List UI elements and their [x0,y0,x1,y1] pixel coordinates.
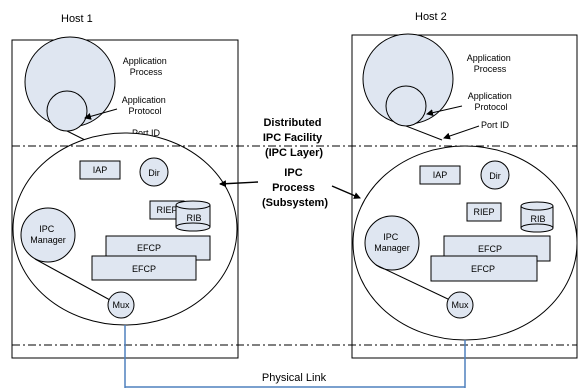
efcp-front-label: EFCP [471,264,495,274]
ipc-facility-boundary [11,145,578,346]
mux-circle [107,291,135,319]
application-protocol-label: Application Protocol [468,91,515,112]
port-id-pointer [443,125,480,140]
dir-circle [139,157,169,187]
host-title: Host 2 [415,11,447,23]
distributed-ipc-facility-label: Distributed IPC Facility (IPC Layer) [263,117,325,159]
protocol-pointer [84,108,118,120]
dir-circle [480,160,510,190]
port-id-label: Port ID [481,120,510,130]
efcp-box-front [430,255,538,282]
application-protocol: Application Protocol [46,90,169,132]
ipc-manager-label: IPC Manager [30,224,66,245]
riep-box [466,202,502,222]
application-protocol: Application Protocol [385,85,515,127]
port-id-label: Port ID [132,128,161,138]
protocol-to-port [405,125,443,141]
rib-database: RIB [175,200,211,232]
host-title: Host 1 [61,13,93,25]
protocol-pointer [426,105,463,117]
application-protocol-circle [46,90,88,132]
dir-label: Dir [148,168,160,178]
riep-label: RIEP [473,207,494,217]
host-2: Host 2 Application Process Application P… [351,11,578,359]
application-process-label: Application Process [467,53,514,74]
application-protocol-label: Application Protocol [122,95,169,116]
application-process: Application Process [362,33,514,125]
mux-label: Mux [451,300,469,310]
host-1: Host 1 Application Process Application P… [11,13,239,359]
ipc-manager-circle [20,207,76,263]
dir-label: Dir [489,171,501,181]
ipc-process-label: IPC Process (Subsystem) [262,167,328,209]
rib-database: RIB [520,201,554,233]
application-process-label: Application Process [123,56,170,77]
physical-link: Physical Link [124,325,466,388]
rib-body [176,205,210,227]
efcp-box-front [91,255,197,281]
port-id: Port ID [405,120,510,141]
rib-label: RIB [186,213,201,223]
rib-body [521,206,553,228]
ipc-process-arrow-right [331,185,361,199]
iap-label: IAP [93,165,108,175]
mux-label: Mux [112,300,130,310]
riep-label: RIEP [156,205,177,215]
ipc-manager-circle [364,215,420,271]
iap-box [419,165,461,185]
manager-to-mux [34,258,111,301]
application-protocol-circle [385,85,427,127]
efcp-back-label: EFCP [137,243,161,253]
manager-to-mux [375,264,451,301]
efcp-front-label: EFCP [132,264,156,274]
mux-circle [446,291,474,319]
physical-link-label: Physical Link [262,372,327,384]
efcp-back-label: EFCP [478,244,502,254]
application-process: Application Process [24,36,170,128]
ipc-process-arrow-left [219,180,259,188]
rib-label: RIB [530,214,545,224]
iap-box [79,160,121,180]
iap-label: IAP [433,170,448,180]
center-labels: Distributed IPC Facility (IPC Layer) IPC… [219,117,361,209]
ipc-manager-label: IPC Manager [374,232,410,253]
